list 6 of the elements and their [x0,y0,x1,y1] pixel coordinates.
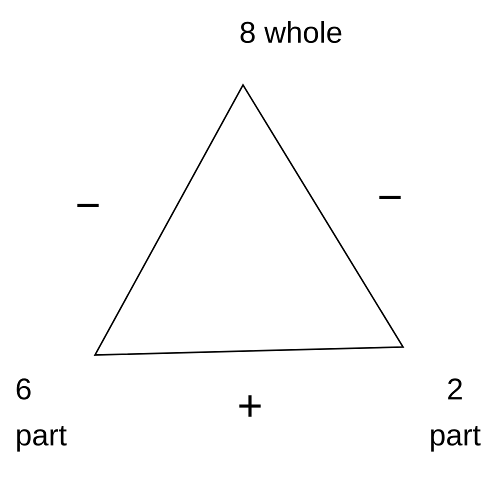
minus-sign: − [77,204,99,208]
plus-sign: + [239,395,261,417]
vertex-label: 6 part [16,378,67,452]
vertex-label: 2 part [431,378,481,452]
minus-sign: − [379,196,401,200]
vertex-label: 8 whole [240,20,342,43]
